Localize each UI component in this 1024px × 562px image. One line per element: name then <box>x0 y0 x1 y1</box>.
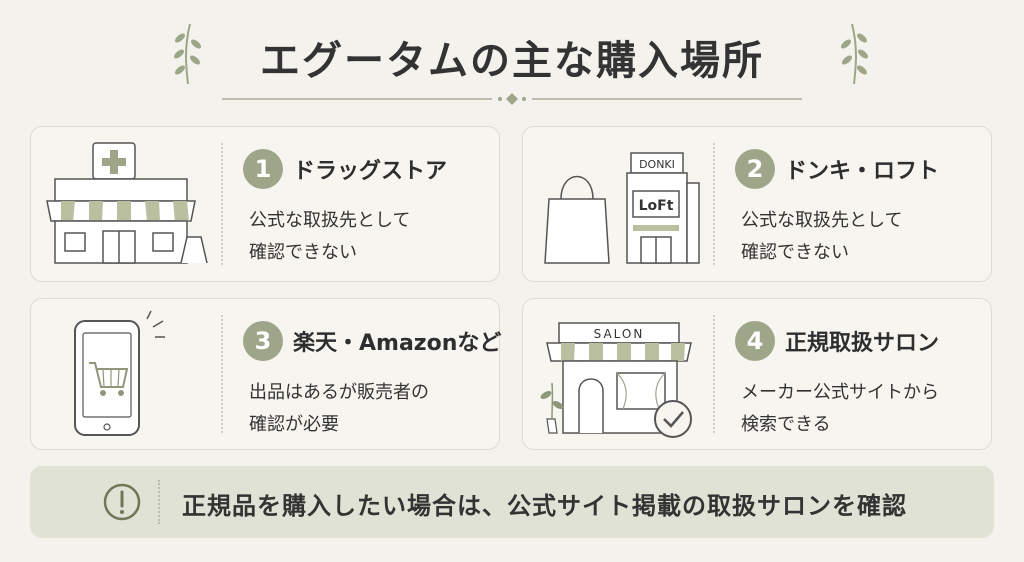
card-drugstore: 1 ドラッグストア 公式な取扱先として 確認できない <box>30 126 500 282</box>
card-desc-line: 確認できない <box>249 242 357 263</box>
salon-sign: SALON <box>594 327 645 341</box>
card-divider <box>221 315 223 433</box>
card-title: ドラッグストア <box>293 159 448 184</box>
card-description: 出品はあるが販売者の 確認が必要 <box>249 377 499 441</box>
card-online-marketplace: 3 楽天・Amazonなど 出品はあるが販売者の 確認が必要 <box>30 298 502 450</box>
card-desc-line: 確認が必要 <box>249 414 339 435</box>
number-badge: 1 <box>243 149 283 189</box>
number-badge: 3 <box>243 321 283 361</box>
leaf-sprig-left-icon <box>174 23 201 85</box>
card-donki-loft: DONKI LoFt 2 ドンキ・ロフト 公式な取扱先として 確認できない <box>522 126 992 282</box>
card-desc-line: 出品はあるが販売者の <box>249 382 429 403</box>
card-title: ドンキ・ロフト <box>785 159 940 184</box>
card-description: 公式な取扱先として 確認できない <box>741 205 991 269</box>
card-desc-line: 検索できる <box>741 414 831 435</box>
card-description: メーカー公式サイトから 検索できる <box>741 377 991 441</box>
card-desc-line: 確認できない <box>741 242 849 263</box>
loft-sign: LoFt <box>639 198 674 214</box>
card-description: 公式な取扱先として 確認できない <box>249 205 499 269</box>
card-desc-line: 公式な取扱先として <box>741 210 903 231</box>
card-divider <box>221 143 223 265</box>
leaf-sprig-right-icon <box>841 23 868 85</box>
notice-text: 正規品を購入したい場合は、公式サイト掲載の取扱サロンを確認 <box>182 492 907 520</box>
title-divider <box>222 93 802 105</box>
card-authorized-salon: SALON 4 正規取扱サロン メーカー公式サイトから 検索できる <box>522 298 992 450</box>
smartphone-cart-icon <box>74 310 165 436</box>
card-title: 楽天・Amazonなど <box>293 331 502 356</box>
notice-banner: 正規品を購入したい場合は、公式サイト掲載の取扱サロンを確認 <box>30 466 994 538</box>
card-desc-line: 公式な取扱先として <box>249 210 411 231</box>
card-divider <box>713 143 715 265</box>
number-badge: 2 <box>735 149 775 189</box>
drugstore-icon <box>46 142 208 264</box>
salon-check-icon: SALON <box>540 322 692 438</box>
card-title: 正規取扱サロン <box>785 331 940 356</box>
card-divider <box>713 315 715 433</box>
exclamation-icon <box>103 483 141 521</box>
page-title: エグータムの主な購入場所 <box>260 38 764 84</box>
number-badge: 4 <box>735 321 775 361</box>
donki-sign: DONKI <box>639 158 675 171</box>
notice-divider <box>158 480 160 524</box>
card-desc-line: メーカー公式サイトから <box>741 382 939 403</box>
shopping-bag-store-icon: DONKI LoFt <box>544 152 700 264</box>
